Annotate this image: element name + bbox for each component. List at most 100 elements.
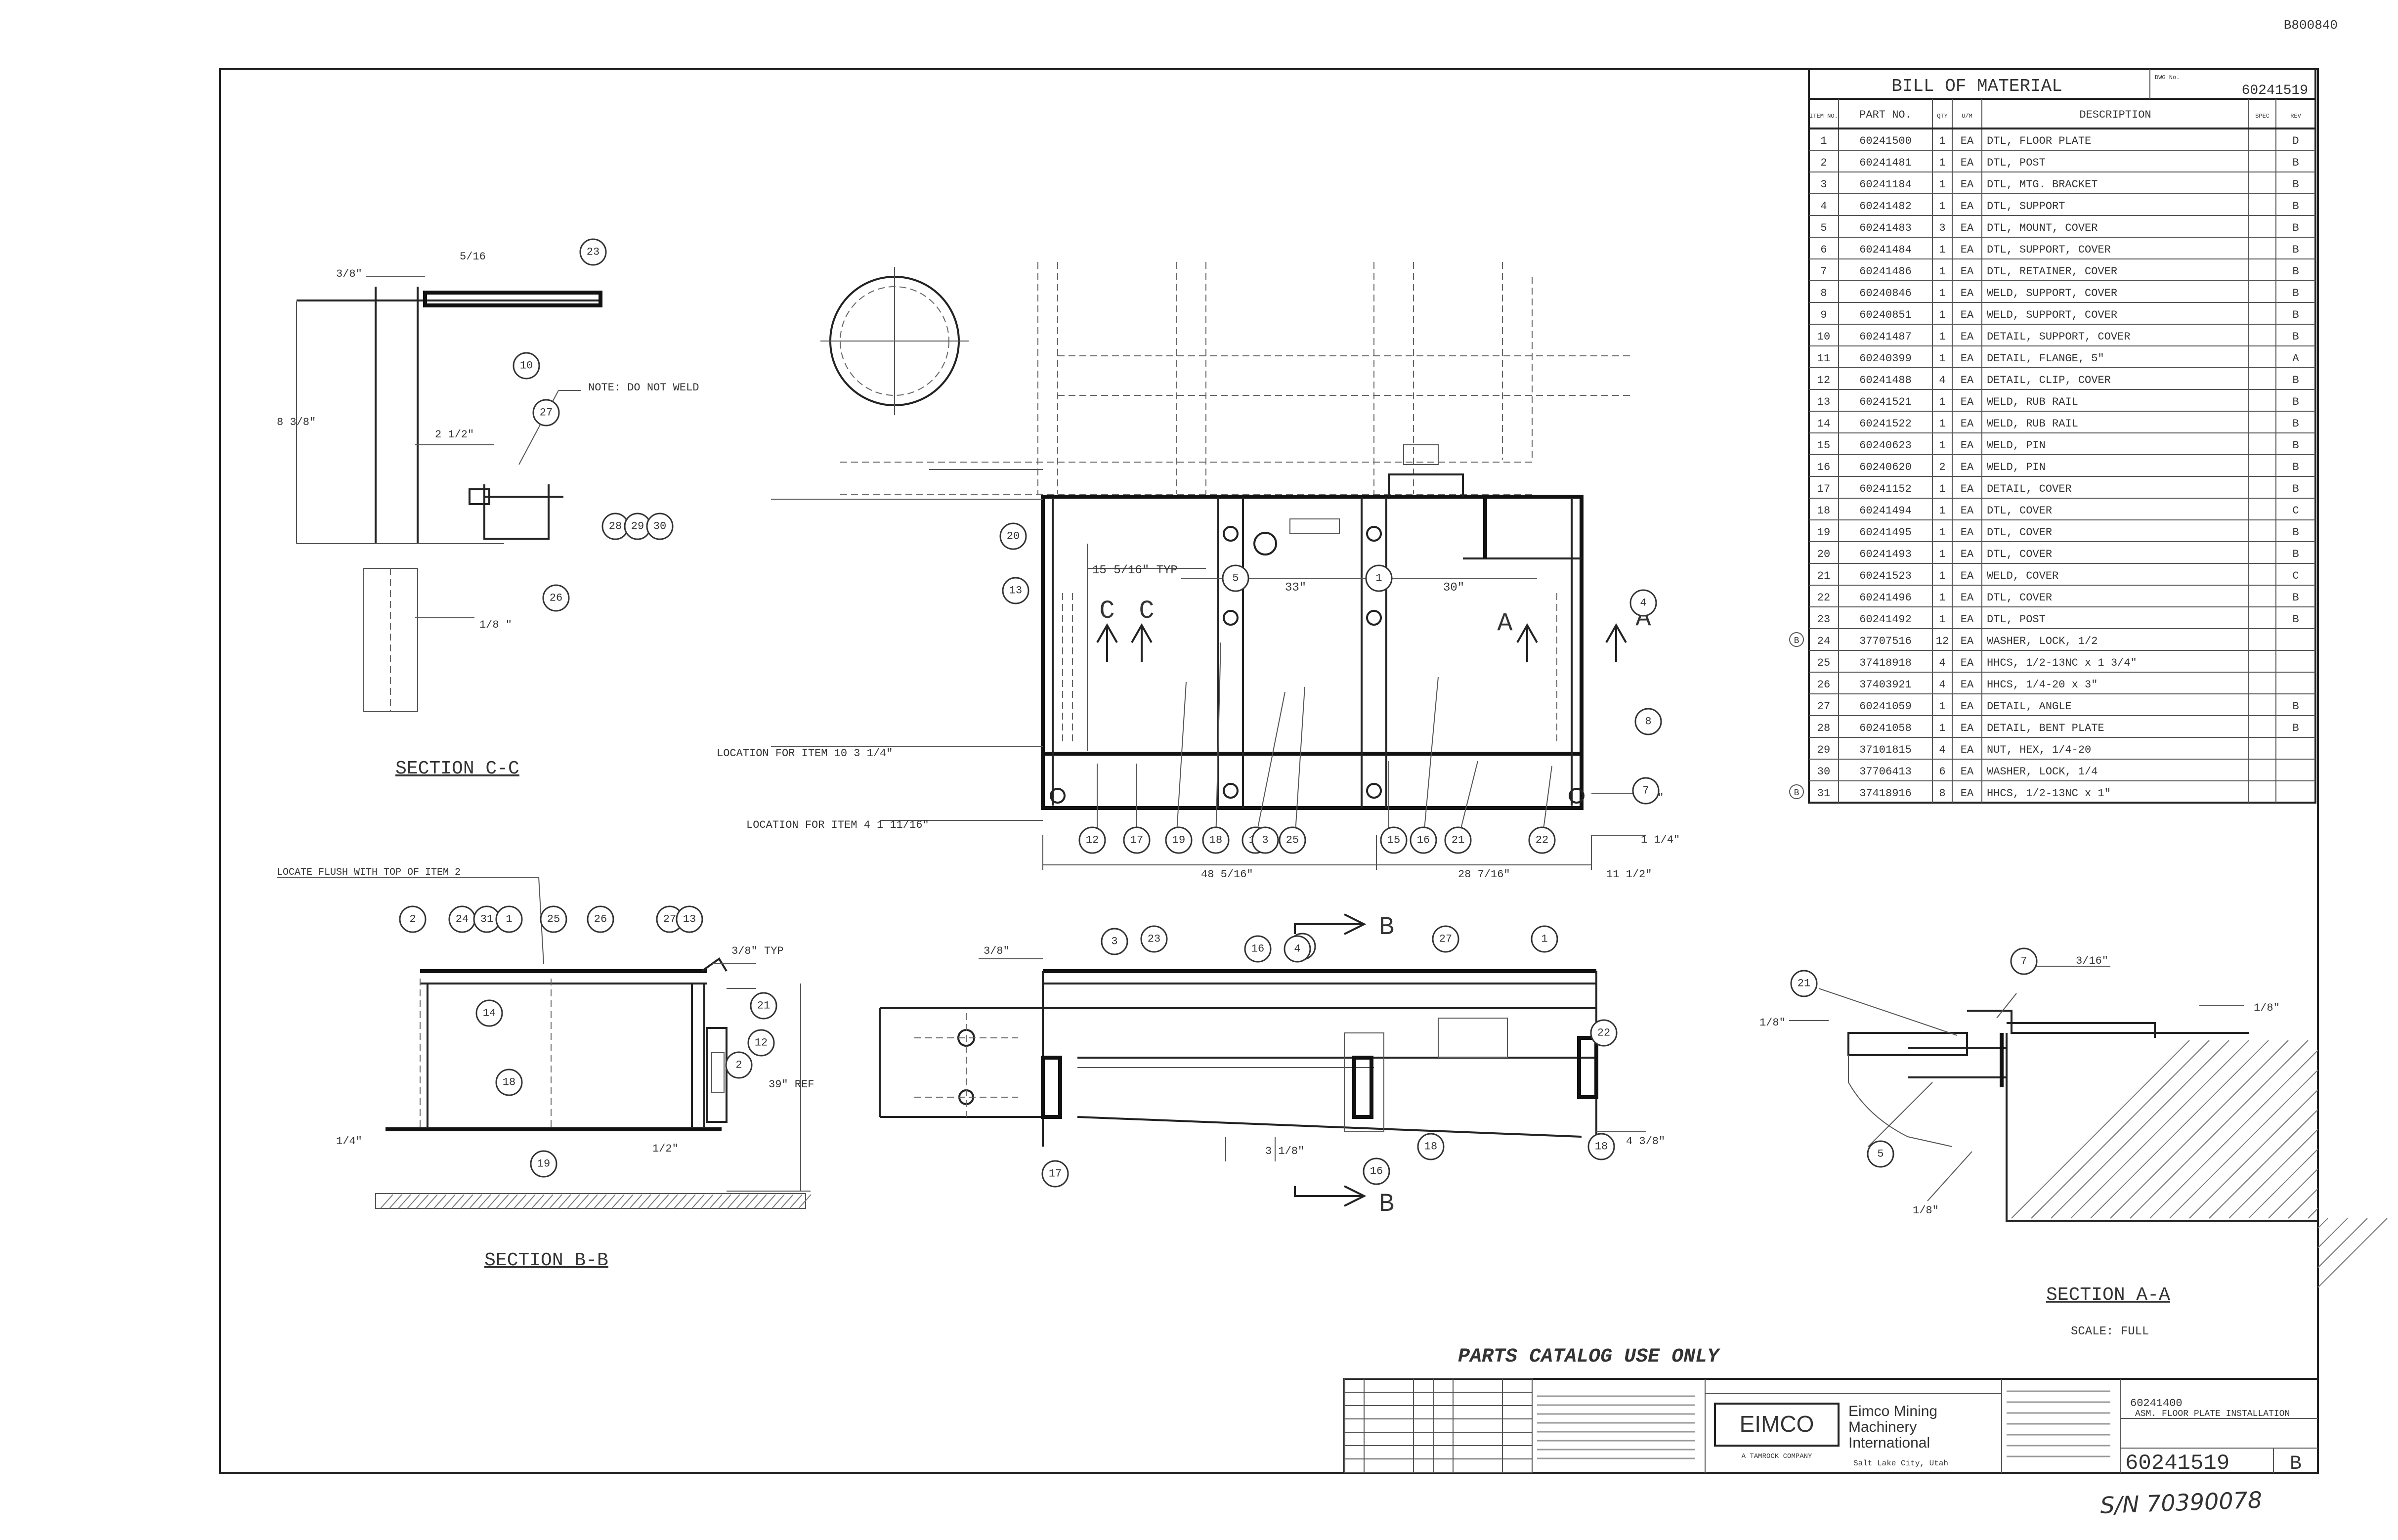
bom-cell: 1 — [1939, 244, 1945, 256]
bom-cell: WELD, SUPPORT, COVER — [1987, 309, 2117, 321]
bom-dwg-label: DWG No. — [2155, 74, 2180, 81]
item-balloon-number: 21 — [1452, 834, 1464, 847]
sec-c-dim-mid: 2 1/2" — [435, 428, 474, 441]
item-balloon: 18 — [1587, 1133, 1615, 1160]
item-balloon: 28 — [601, 513, 629, 540]
bom-cell: 6 — [1939, 766, 1945, 778]
item-balloon: 3 — [1101, 928, 1128, 955]
bom-cell: EA — [1961, 222, 1974, 234]
bom-cell: 1 — [1939, 505, 1945, 517]
bom-cell: 1 — [1939, 200, 1945, 213]
bom-cell: 4 — [1820, 200, 1827, 213]
bom-cell: B — [2292, 526, 2299, 539]
item-balloon: 1 — [495, 905, 523, 933]
bom-cell: C — [2292, 505, 2299, 517]
bom-cell: WELD, RUB RAIL — [1987, 418, 2078, 430]
item-balloon-number: 30 — [653, 520, 666, 533]
item-balloon: 12 — [1078, 826, 1106, 854]
bom-cell: 37101815 — [1859, 744, 1912, 756]
plan-dim-a: 48 5/16" — [1201, 868, 1253, 881]
bom-cell: DETAIL, COVER — [1987, 483, 2072, 495]
item-balloon-number: 29 — [631, 520, 644, 533]
item-balloon-number: 16 — [1251, 943, 1264, 955]
bom-cell: EA — [1961, 178, 1974, 191]
item-balloon-number: 27 — [1439, 933, 1452, 945]
item-balloon: 26 — [587, 905, 614, 933]
bom-cell: EA — [1961, 613, 1974, 626]
bom-cell: 60241492 — [1859, 613, 1912, 626]
bom-cell: DTL, COVER — [1987, 505, 2052, 517]
item-balloon-number: 31 — [480, 913, 493, 926]
item-balloon: 22 — [1590, 1019, 1618, 1047]
item-balloon: 13 — [1002, 577, 1029, 604]
item-balloon-number: 5 — [1232, 572, 1239, 585]
bom-header-4: DESCRIPTION — [2079, 109, 2151, 121]
bom-cell: 1 — [1939, 613, 1945, 626]
elev-dim-right: 4 3/8" — [1626, 1135, 1665, 1148]
bom-cell: EA — [1961, 157, 1974, 169]
item-balloon-number: 25 — [1286, 834, 1299, 847]
bom-cell: EA — [1961, 548, 1974, 560]
plan-dim-33: 33" — [1285, 581, 1306, 595]
plan-balloons: 201312171918142515162122487351 — [999, 522, 1662, 854]
bom-cell: 1 — [1939, 352, 1945, 365]
bom-cell: 7 — [1820, 265, 1827, 278]
bom-cell: 4 — [1939, 374, 1945, 386]
item-balloon: 7 — [2010, 947, 2038, 975]
item-balloon: 3 — [1251, 826, 1279, 854]
bom-cell: B — [2292, 548, 2299, 560]
item-balloon-number: 21 — [1798, 978, 1810, 990]
item-balloon: 4 — [1284, 935, 1311, 963]
bom-cell: EA — [1961, 135, 1974, 147]
bom-cell: B — [2292, 178, 2299, 191]
bom-cell: 27 — [1817, 700, 1830, 713]
item-balloon: 27 — [532, 399, 560, 427]
bom-cell: HHCS, 1/2-13NC x 1" — [1987, 787, 2111, 800]
bom-cell: 14 — [1817, 418, 1830, 430]
bom-cell: 60241058 — [1859, 722, 1912, 734]
bom-cell: 1 — [1939, 592, 1945, 604]
item-balloon: 16 — [1363, 1157, 1390, 1185]
item-balloon-number: 18 — [503, 1076, 515, 1089]
bom-cell: EA — [1961, 309, 1974, 321]
item-balloon: 21 — [750, 992, 777, 1020]
bom-cell: EA — [1961, 439, 1974, 452]
plan-loc-item10: LOCATION FOR ITEM 10 3 1/4" — [717, 747, 893, 760]
sec-a-subtitle: SCALE: FULL — [2071, 1325, 2149, 1338]
plan-cut-a-left: A — [1497, 609, 1513, 638]
bom-cell: 20 — [1817, 548, 1830, 560]
item-balloon-number: 2 — [735, 1059, 742, 1071]
bom-header-5: SPEC — [2255, 113, 2270, 120]
section-c-view: 3/8" 5/16 8 3/8" 2 1/2" 1/8 " NOTE: DO N… — [277, 251, 699, 779]
item-balloon-number: 3 — [1262, 834, 1268, 847]
bom-cell: 60241487 — [1859, 331, 1912, 343]
bom-cell: 2 — [1820, 157, 1827, 169]
bom-cell: DETAIL, SUPPORT, COVER — [1987, 331, 2130, 343]
plan-dim-30: 30" — [1443, 581, 1464, 595]
plan-cut-c-left: C — [1099, 597, 1114, 626]
bom-header-2: QTY — [1937, 113, 1948, 120]
item-balloon: 10 — [513, 352, 540, 380]
bom-cell: 4 — [1939, 744, 1945, 756]
item-balloon: 15 — [1380, 826, 1408, 854]
item-balloon: 18 — [495, 1069, 523, 1096]
item-balloon-number: 19 — [1172, 834, 1185, 847]
item-balloon: 22 — [1528, 826, 1556, 854]
bom-cell: B — [2292, 592, 2299, 604]
bom-cell: EA — [1961, 483, 1974, 495]
bom-cell: DTL, POST — [1987, 157, 2046, 169]
bom-cell: 31 — [1817, 787, 1830, 800]
bom-cell: 37418916 — [1859, 787, 1912, 800]
item-balloon: 23 — [1140, 925, 1168, 953]
bom-cell: 1 — [1939, 722, 1945, 734]
